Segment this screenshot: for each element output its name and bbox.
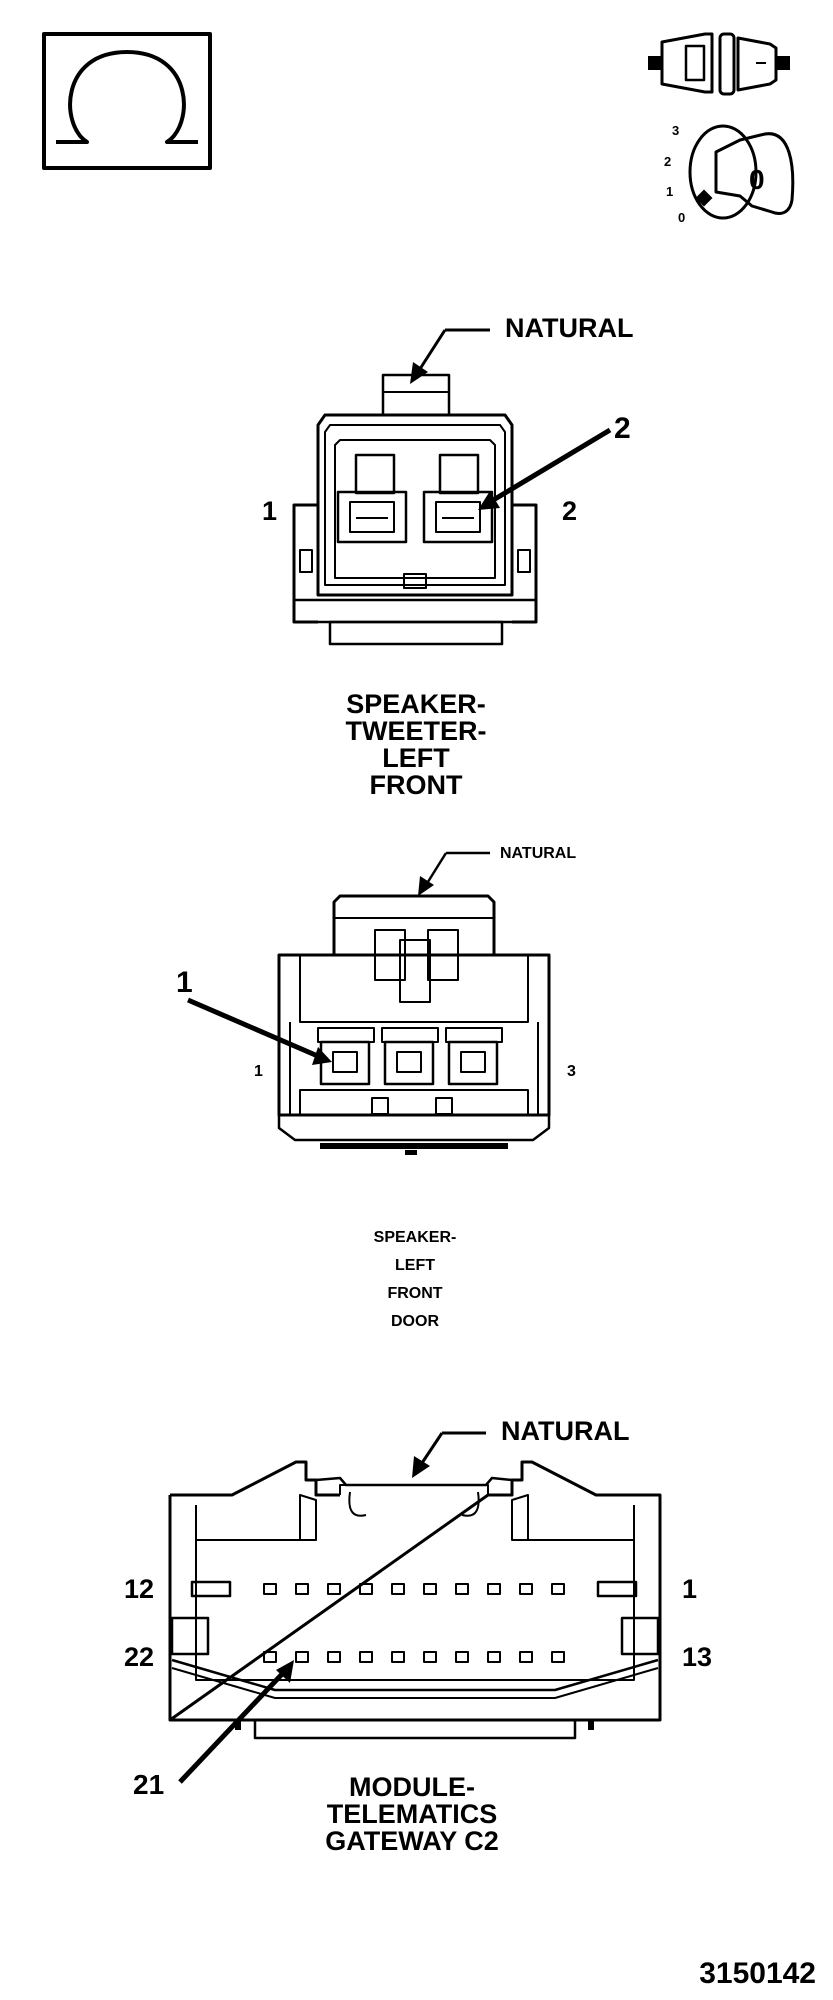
pin-row-bottom <box>170 1616 660 1663</box>
ignition-key-icon: 3 2 1 0 0 <box>664 123 795 225</box>
svg-text:LEFT: LEFT <box>395 1257 435 1274</box>
pin-right-label: 3 <box>567 1063 576 1080</box>
pin-bottom-right-label: 13 <box>682 1642 712 1672</box>
key-label: 0 <box>749 164 765 195</box>
svg-text:FRONT: FRONT <box>370 770 463 800</box>
svg-text:FRONT: FRONT <box>387 1285 442 1302</box>
svg-text:SPEAKER-: SPEAKER- <box>346 689 486 719</box>
svg-text:GATEWAY C2: GATEWAY C2 <box>325 1826 499 1856</box>
color-label: NATURAL <box>505 313 633 343</box>
figure-number: 3150142 <box>699 1957 816 1990</box>
pin-top-left-label: 12 <box>124 1574 154 1604</box>
callout-number: 2 <box>614 412 631 445</box>
connector-name: SPEAKER- TWEETER- LEFT FRONT <box>346 689 487 800</box>
key-position-3: 3 <box>672 123 679 138</box>
pin-left-label: 1 <box>254 1063 263 1080</box>
callout-number: 21 <box>133 1769 164 1800</box>
connector-name: MODULE- TELEMATICS GATEWAY C2 <box>325 1772 499 1856</box>
cavity-row <box>317 1027 503 1086</box>
pin-top-right-label: 1 <box>682 1574 697 1604</box>
connector-speaker-tweeter-left-front: NATURAL <box>262 313 633 800</box>
pin-bottom-left-label: 22 <box>124 1642 154 1672</box>
color-label: NATURAL <box>501 1416 629 1446</box>
ohm-symbol-icon <box>42 32 212 170</box>
color-label: NATURAL <box>500 845 576 862</box>
connector-disconnect-icon <box>648 32 790 96</box>
cavity-1 <box>336 453 408 544</box>
pin-left-label: 1 <box>262 496 277 526</box>
pin-right-label: 2 <box>562 496 577 526</box>
key-position-2: 2 <box>664 154 671 169</box>
connector-name: SPEAKER- LEFT FRONT DOOR <box>374 1229 457 1330</box>
svg-text:TELEMATICS: TELEMATICS <box>327 1799 498 1829</box>
svg-text:TWEETER-: TWEETER- <box>346 716 487 746</box>
svg-text:MODULE-: MODULE- <box>349 1772 475 1802</box>
svg-text:DOOR: DOOR <box>391 1313 439 1330</box>
callout-number: 1 <box>176 966 193 999</box>
connector-module-telematics-gateway-c2: NATURAL <box>124 1416 712 1856</box>
key-position-0: 0 <box>678 210 685 225</box>
cavity-2 <box>422 453 494 544</box>
key-position-1: 1 <box>666 184 673 199</box>
pin-row-top <box>190 1580 638 1598</box>
connector-speaker-left-front-door: NATURAL <box>176 845 576 1330</box>
svg-text:SPEAKER-: SPEAKER- <box>374 1229 457 1246</box>
svg-text:LEFT: LEFT <box>382 743 450 773</box>
